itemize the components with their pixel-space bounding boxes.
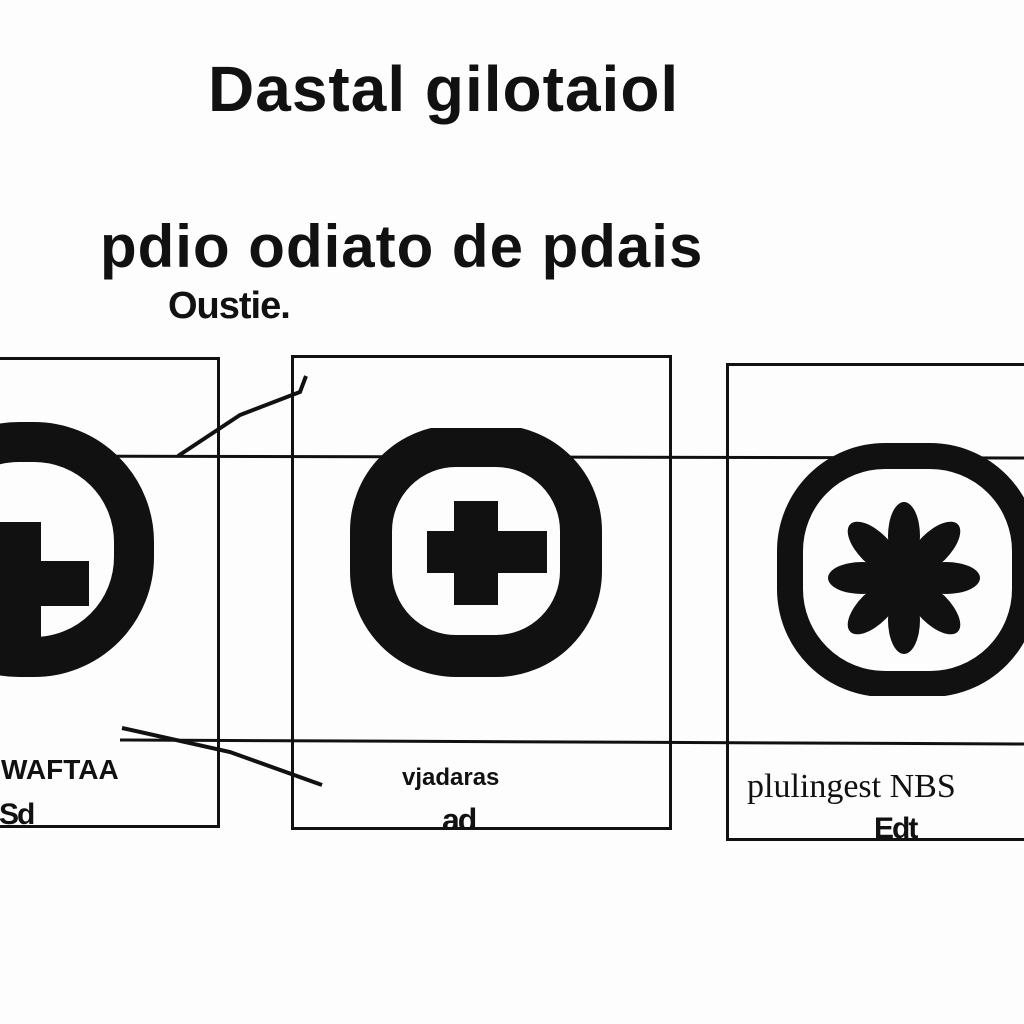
panel-2-caption: vjadaras bbox=[402, 764, 500, 791]
panel-3: plulingest NBS Edt bbox=[726, 363, 1024, 841]
panel-3-code: Edt bbox=[874, 812, 918, 841]
asterisk-star-icon bbox=[777, 443, 1024, 696]
plus-in-circle-icon bbox=[0, 422, 154, 677]
diagram-subtitle: pdio odiato de pdais bbox=[100, 213, 704, 280]
panel-2: vjadaras ad bbox=[291, 355, 672, 830]
horizontal-connector-bottom bbox=[119, 738, 1024, 746]
panel-1-caption: WAFTAA bbox=[1, 754, 119, 785]
panel-3-caption: plulingest NBS bbox=[747, 768, 956, 805]
diagram-title: Dastal gilotaiol bbox=[208, 53, 680, 125]
panel-1: WAFTAA Sd bbox=[0, 357, 220, 828]
plus-in-circle-icon bbox=[350, 428, 602, 677]
diagram-subnote: Oustie. bbox=[168, 285, 291, 327]
panel-2-code: ad bbox=[442, 802, 477, 830]
horizontal-connector-top bbox=[0, 454, 1024, 460]
panel-1-code: Sd bbox=[0, 798, 35, 828]
callout-line-lower bbox=[121, 726, 323, 787]
callout-line-upper bbox=[176, 375, 308, 458]
